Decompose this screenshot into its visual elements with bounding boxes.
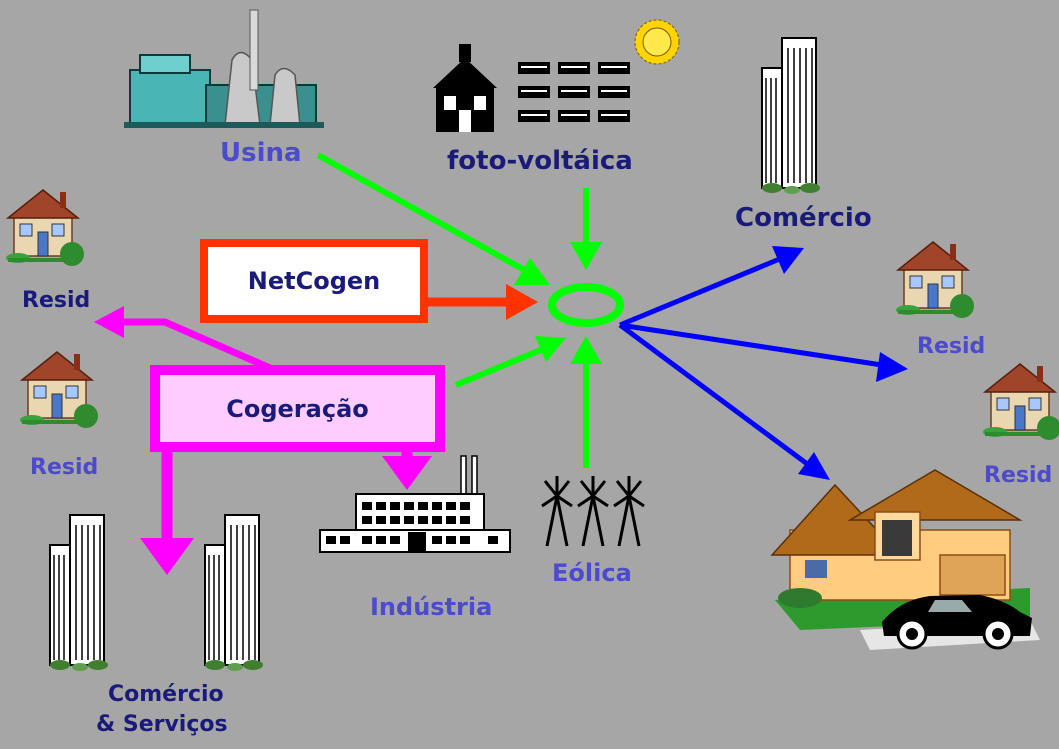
arrowhead bbox=[535, 336, 566, 362]
arrowhead bbox=[772, 246, 804, 274]
solar-panel-icon bbox=[518, 62, 630, 122]
arrowhead bbox=[382, 456, 432, 490]
usina-label: Usina bbox=[220, 138, 302, 168]
resid-label-left-bottom: Resid bbox=[30, 455, 99, 480]
school-icon bbox=[433, 44, 497, 132]
industria-label: Indústria bbox=[370, 593, 493, 621]
energy-hub bbox=[548, 283, 624, 327]
house-icon bbox=[5, 189, 85, 267]
arrow-hub-resid bbox=[619, 322, 883, 368]
arrowhead bbox=[798, 452, 830, 480]
car-icon bbox=[882, 595, 1032, 650]
magenta-arrows bbox=[94, 306, 432, 575]
comercio-label: Comércio bbox=[735, 203, 872, 233]
arrowhead bbox=[570, 336, 602, 364]
blue-arrows bbox=[618, 246, 908, 480]
arrow-cogen-hub bbox=[454, 346, 545, 388]
resid-label-right-1: Resid bbox=[917, 334, 986, 359]
foto-label: foto-voltáica bbox=[447, 146, 633, 176]
netcogen-box: NetCogen bbox=[200, 239, 428, 323]
eolica-label: Eólica bbox=[552, 559, 632, 587]
arrowhead bbox=[140, 538, 194, 575]
resid-label-right-2: Resid bbox=[984, 463, 1053, 488]
arrow-cogen-resid bbox=[118, 318, 272, 372]
netcogen-label: NetCogen bbox=[247, 267, 381, 295]
arrowhead bbox=[514, 258, 550, 285]
office-building-icon bbox=[761, 37, 821, 195]
arrow-hub-comercio bbox=[619, 255, 783, 328]
netcogen-arrow bbox=[424, 284, 538, 320]
cogeracao-box: Cogeração bbox=[150, 365, 445, 452]
arrowhead bbox=[570, 242, 602, 270]
factory-icon bbox=[319, 455, 511, 553]
arrowhead bbox=[876, 352, 908, 382]
green-arrows bbox=[316, 152, 602, 468]
comercio-servicos-line2: & Serviços bbox=[96, 712, 228, 737]
comercio-servicos-line1: Comércio bbox=[108, 682, 224, 707]
office-building-icon bbox=[204, 514, 264, 672]
sun-icon bbox=[634, 19, 680, 65]
house-icon bbox=[895, 241, 975, 319]
office-building-icon bbox=[49, 514, 109, 672]
cogeracao-label: Cogeração bbox=[226, 394, 369, 423]
arrowhead bbox=[94, 306, 124, 338]
house-icon bbox=[982, 363, 1059, 441]
power-plant-icon bbox=[124, 9, 324, 128]
house-icon bbox=[19, 351, 99, 429]
arrow-hub-villa bbox=[618, 322, 812, 469]
wind-turbine-icon bbox=[540, 474, 646, 548]
resid-label-left-top: Resid bbox=[22, 288, 91, 313]
arrow-usina-hub bbox=[316, 152, 530, 275]
